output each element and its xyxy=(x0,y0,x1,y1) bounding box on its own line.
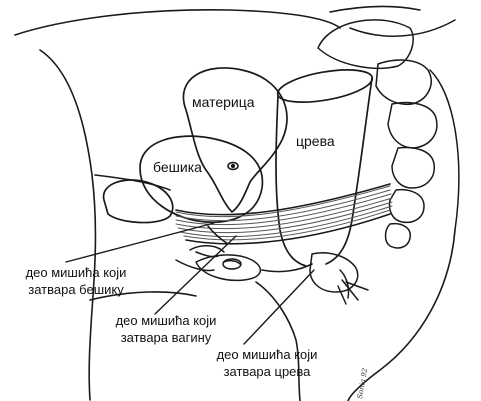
bladder-muscle-label-line2: затвара бешику xyxy=(5,281,147,298)
perineum-contour xyxy=(256,282,300,401)
bowel-muscle-label-line1: део мишића који xyxy=(196,346,338,363)
pelvic-floor-muscle xyxy=(176,186,392,240)
bladder-muscle-label: део мишића који затвара бешику xyxy=(5,264,147,298)
vagina-muscle-label-line2: затвара вагину xyxy=(95,329,237,346)
vagina-muscle-label-line1: део мишића који xyxy=(95,312,237,329)
bladder-outline xyxy=(140,136,262,222)
bowel-label: црева xyxy=(296,133,335,150)
pubic-bone xyxy=(104,180,173,223)
back-contour xyxy=(330,6,420,12)
bladder-label: бешика xyxy=(153,159,202,176)
bowel-muscle-label: део мишића који затвара црева xyxy=(196,346,338,380)
anal-canal xyxy=(310,253,368,304)
bladder-muscle-label-line1: део мишића који xyxy=(5,264,147,281)
bowel-muscle-label-line2: затвара црева xyxy=(196,363,338,380)
body-outline xyxy=(15,10,340,35)
bowel-tube xyxy=(275,64,374,266)
uterus-label: материца xyxy=(192,94,255,111)
vagina-muscle-label: део мишића који затвара вагину xyxy=(95,312,237,346)
uterus-outline xyxy=(183,68,287,212)
abdomen-contour xyxy=(40,50,95,400)
